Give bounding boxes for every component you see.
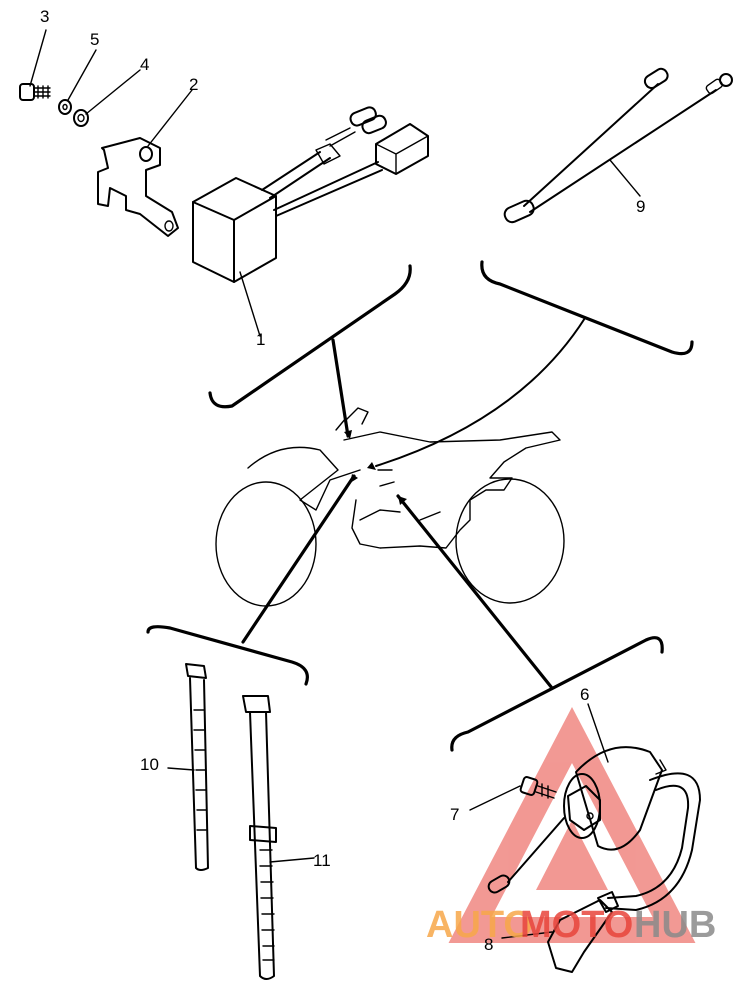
callout-7: 7 — [450, 805, 459, 824]
bracket-part-2 — [97, 137, 179, 237]
leader-lines — [241, 317, 586, 690]
callout-8: 8 — [484, 935, 493, 954]
group-bracket-top-left — [208, 264, 412, 409]
ignition-coil-part-6 — [487, 746, 701, 911]
callout-2: 2 — [189, 75, 198, 94]
callout-4: 4 — [140, 55, 149, 74]
washer-part-5 — [58, 99, 72, 115]
callout-1: 1 — [256, 330, 265, 349]
group-bracket-bottom-left — [146, 625, 309, 686]
motorcycle-outline — [215, 407, 565, 607]
callout-10: 10 — [140, 755, 159, 774]
cable-tie-part-10 — [185, 663, 209, 871]
callout-3: 3 — [40, 7, 49, 26]
watermark-text-auto: AUTO — [426, 904, 533, 946]
watermark-wordmark: AUTO MOTO HUB — [426, 904, 716, 946]
callout-11: 11 — [313, 851, 331, 870]
callout-6: 6 — [580, 685, 589, 704]
callout-5: 5 — [90, 30, 99, 49]
group-bracket-top-right — [480, 260, 694, 356]
bolt-part-3 — [19, 83, 51, 101]
group-bracket-bottom-right — [450, 636, 664, 752]
plug-cap-part-8 — [547, 891, 619, 973]
bolt-part-7 — [519, 776, 557, 799]
cable-tie-part-11 — [242, 695, 277, 980]
washer-part-4 — [73, 109, 89, 127]
callout-9: 9 — [636, 197, 645, 216]
watermark-text-moto: MOTO — [520, 904, 633, 946]
cdi-unit-part-1 — [192, 106, 429, 283]
wire-lead-part-9 — [503, 67, 733, 224]
watermark-logo — [448, 706, 696, 943]
callout-leaders — [29, 29, 641, 939]
watermark-text-hub: HUB — [634, 904, 716, 946]
